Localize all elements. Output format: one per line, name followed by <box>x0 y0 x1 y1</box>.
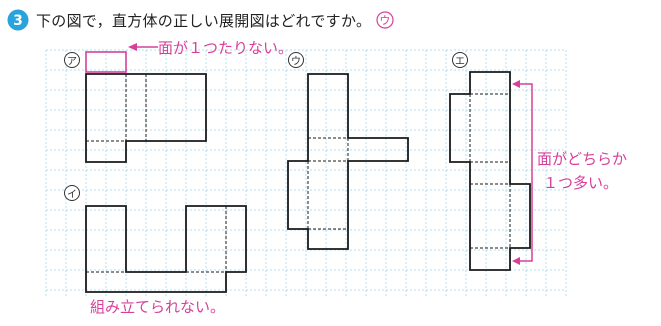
net-u: ウ <box>287 52 409 250</box>
note-net-e: 面がどちらか １つ多い。 <box>537 147 627 195</box>
note-net-a: 面が１つたりない。 <box>158 39 294 57</box>
note-net-e-line1: 面がどちらか <box>537 150 628 168</box>
net-e: エ <box>449 52 533 271</box>
answer-mark: ウ <box>376 11 394 30</box>
double-arrow-icon <box>514 83 533 262</box>
answer-circle-icon: ウ <box>376 11 394 29</box>
net-u-label: ウ <box>291 56 301 68</box>
missing-face-mark <box>85 51 127 73</box>
net-e-outline <box>449 71 531 271</box>
note-net-e-line2: １つ多い。 <box>543 174 619 192</box>
note-net-i: 組み立てられない。 <box>90 298 226 316</box>
arrow-left-icon <box>128 43 158 51</box>
net-a: ア <box>64 51 207 163</box>
answer-text: ウ <box>380 14 391 27</box>
net-a-label: ア <box>67 57 77 68</box>
problem-number-badge: 3 <box>7 9 29 31</box>
net-i-label: イ <box>67 190 77 201</box>
question-text: 下の図で，直方体の正しい展開図はどれですか。 <box>36 12 372 30</box>
net-e-label: エ <box>455 57 465 68</box>
problem-number: 3 <box>13 13 23 29</box>
grid <box>45 49 567 296</box>
question-line: 下の図で，直方体の正しい展開図はどれですか。 ウ <box>36 10 394 31</box>
net-i-outline <box>85 205 247 293</box>
net-i: イ <box>64 185 247 293</box>
